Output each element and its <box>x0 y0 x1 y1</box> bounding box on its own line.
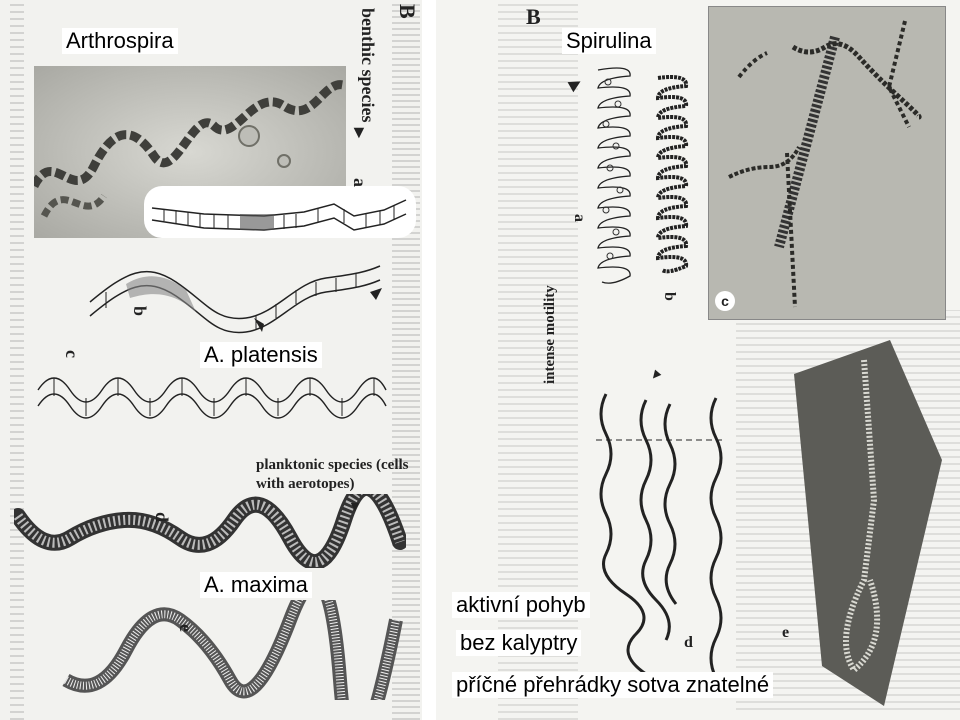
drawing-c <box>34 370 394 426</box>
right-panel-letter: B <box>526 4 541 30</box>
title-arthrospira: Arthrospira <box>62 28 178 54</box>
right-letter-d: d <box>684 634 693 652</box>
spirulina-micrograph-e <box>794 340 942 706</box>
right-figure-panel: B Spirulina ▶ a b intense motility c <box>436 0 960 720</box>
intense-motility-label: intense motility <box>542 285 559 384</box>
left-panel-letter: B <box>394 4 420 19</box>
drawing-a-strip <box>144 186 416 238</box>
right-letter-e: e <box>782 624 789 642</box>
right-letter-b: b <box>660 292 678 301</box>
right-letter-c: c <box>715 291 735 311</box>
drawing-b <box>86 262 386 342</box>
left-figure-panel: B benthic species ▼ a b c d e planktonic… <box>0 0 422 720</box>
title-a-maxima: A. maxima <box>200 572 312 598</box>
drawing-e <box>60 600 412 700</box>
right-letter-a: a <box>570 214 588 222</box>
title-a-platensis: A. platensis <box>200 342 322 368</box>
planktonic-species-label: planktonic species (cells with aerotopes… <box>256 456 420 494</box>
drawing-letter-b: b <box>129 306 150 316</box>
planktonic-arrow-icon: ▼ <box>348 500 362 516</box>
drawing-letter-e: e <box>175 624 196 632</box>
drawing-d-right <box>566 384 736 684</box>
drawing-letter-a: a <box>349 178 370 187</box>
drawing-b-right <box>652 72 692 282</box>
drawing-a-right <box>592 60 636 292</box>
spirulina-micrograph-c: c <box>708 6 946 320</box>
note-cross-walls: příčné přehrádky sotva znatelné <box>452 672 773 698</box>
benthic-arrow-icon: ▼ <box>350 122 368 143</box>
title-spirulina: Spirulina <box>562 28 656 54</box>
drawing-letter-c: c <box>61 350 82 358</box>
drawing-letter-d: d <box>151 512 172 522</box>
note-no-calyptra: bez kalyptry <box>456 630 581 656</box>
note-active-movement: aktivní pohyb <box>452 592 590 618</box>
benthic-species-label: benthic species <box>357 8 378 123</box>
